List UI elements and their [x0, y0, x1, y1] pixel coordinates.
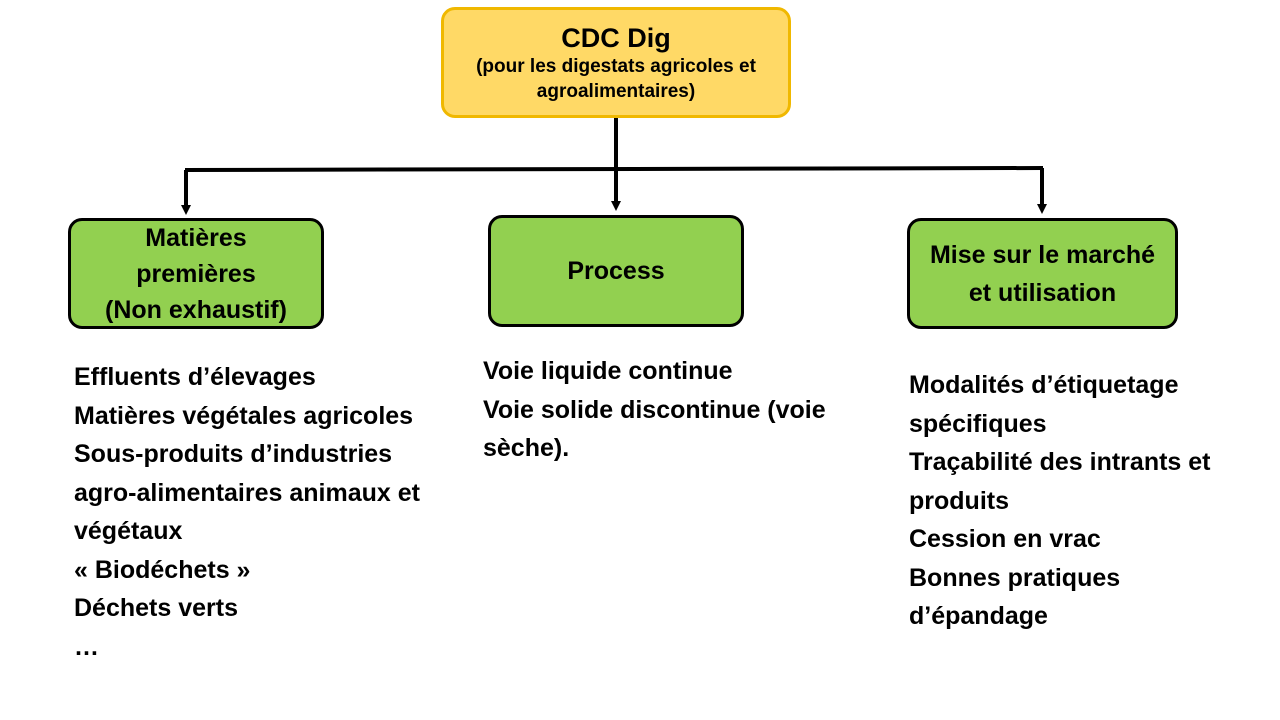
raw-materials-list: Effluents d’élevages Matières végétales …	[74, 358, 454, 666]
market-use-list: Modalités d’étiquetage spécifiques Traça…	[909, 366, 1249, 636]
list-item: Bonnes pratiques d’épandage	[909, 563, 1121, 631]
list-item: Traçabilité des intrants et produits	[909, 448, 1211, 515]
root-box: CDC Dig (pour les digestats agricoles et…	[441, 7, 791, 118]
root-subtitle: (pour les digestats agricoles et agroali…	[476, 55, 756, 102]
list-item: Sous-produits d’industries agro-alimenta…	[74, 440, 420, 545]
list-item: Déchets verts	[74, 594, 238, 622]
list-item: …	[74, 632, 99, 661]
list-item: Modalités d’étiquetage spécifiques	[909, 371, 1179, 438]
list-item: Voie liquide continue	[483, 357, 733, 385]
market-use-label: Mise sur le marché et utilisation	[929, 240, 1156, 307]
market-use-box: Mise sur le marché et utilisation	[907, 218, 1178, 329]
list-item: Cession en vrac	[909, 525, 1101, 553]
list-item: Effluents d’élevages	[74, 363, 316, 391]
list-item: Voie solide discontinue (voie sèche).	[483, 395, 826, 463]
root-title: CDC Dig	[561, 22, 671, 53]
process-label: Process	[567, 257, 665, 285]
list-item: Matières végétales agricoles	[74, 401, 414, 430]
raw-materials-label: Matières premières (Non exhaustif)	[105, 223, 287, 324]
process-box: Process	[488, 215, 744, 327]
list-item: « Biodéchets »	[74, 555, 251, 584]
raw-materials-box: Matières premières (Non exhaustif)	[68, 218, 324, 329]
process-list: Voie liquide continue Voie solide discon…	[483, 352, 853, 468]
